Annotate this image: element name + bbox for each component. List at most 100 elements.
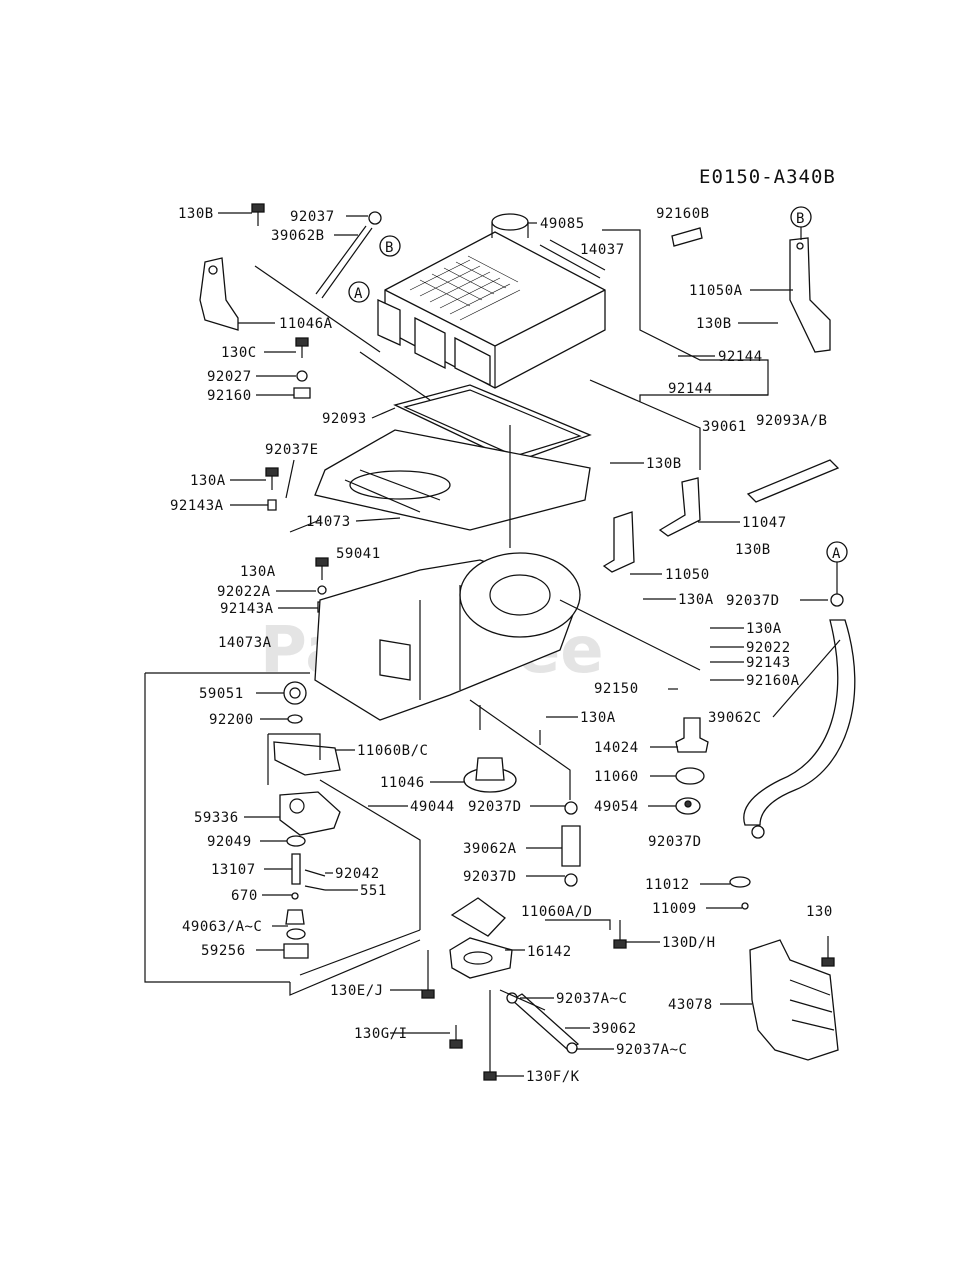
part-labels: 130B 92037 39062B 49085 14037 92160B 110… [170, 206, 833, 1085]
label-130A: 130A [580, 710, 616, 726]
thermostat-drawing [675, 717, 709, 815]
label-92143: 92143 [746, 655, 791, 671]
label-92143A: 92143A [170, 498, 224, 514]
label-14073: 14073 [306, 514, 351, 530]
label-92037AC: 92037A~C [616, 1042, 687, 1058]
label-92049: 92049 [207, 834, 252, 850]
tube-92160B-drawing [671, 227, 703, 247]
callout-B-right: B [790, 206, 812, 240]
label-11060: 11060 [594, 769, 639, 785]
svg-text:A: A [832, 546, 841, 562]
label-92037D: 92037D [726, 593, 780, 609]
label-92037D: 92037D [468, 799, 522, 815]
label-11047: 11047 [742, 515, 787, 531]
label-11012: 11012 [645, 877, 690, 893]
label-14037: 14037 [580, 242, 625, 258]
label-11046A: 11046A [279, 316, 333, 332]
label-130A: 130A [240, 564, 276, 580]
leader-lines [218, 212, 841, 1077]
label-92037D: 92037D [648, 834, 702, 850]
label-130B: 130B [646, 456, 682, 472]
label-92143A: 92143A [220, 601, 274, 617]
label-92037AC: 92037A~C [556, 991, 627, 1007]
label-130A: 130A [678, 592, 714, 608]
label-39062C: 39062C [708, 710, 762, 726]
label-92160B: 92160B [656, 206, 710, 222]
label-11060BC: 11060B/C [357, 743, 428, 759]
label-130EJ: 130E/J [330, 983, 384, 999]
label-130: 130 [806, 904, 833, 920]
label-130FK: 130F/K [526, 1069, 580, 1085]
hose-39062-drawing [506, 992, 580, 1054]
hose-39062A-drawing [561, 801, 581, 887]
air-cleaner-housing-drawing [377, 213, 606, 389]
label-11060AD: 11060A/D [521, 904, 592, 920]
label-39062: 39062 [592, 1021, 637, 1037]
svg-text:B: B [385, 240, 394, 256]
label-130GI: 130G/I [354, 1026, 408, 1042]
strip-92093AB-drawing [746, 459, 840, 503]
assembly-lines [144, 229, 769, 1011]
label-551: 551 [360, 883, 387, 899]
fan-shroud-14073A-drawing [314, 552, 581, 721]
label-11050: 11050 [665, 567, 710, 583]
label-59256: 59256 [201, 943, 246, 959]
label-92037: 92037 [290, 209, 335, 225]
water-pump-parts-drawing [273, 681, 341, 959]
label-39062B: 39062B [271, 228, 325, 244]
callout-A-upper: A [348, 281, 370, 303]
label-92037E: 92037E [265, 442, 319, 458]
label-92042: 92042 [335, 866, 380, 882]
label-92144: 92144 [718, 349, 763, 365]
lower-bolt-drawings [421, 920, 627, 1081]
label-59336: 59336 [194, 810, 239, 826]
label-49044: 49044 [410, 799, 455, 815]
label-130B: 130B [735, 542, 771, 558]
bolt-drawings [251, 203, 329, 613]
clamp-92037-drawing [315, 211, 382, 299]
pump-housing-16142-drawing [449, 897, 513, 979]
label-92160: 92160 [207, 388, 252, 404]
label-92160A: 92160A [746, 673, 800, 689]
label-130A: 130A [190, 473, 226, 489]
label-92093: 92093 [322, 411, 367, 427]
label-92150: 92150 [594, 681, 639, 697]
label-670: 670 [231, 888, 258, 904]
label-59041: 59041 [336, 546, 381, 562]
label-43078: 43078 [668, 997, 713, 1013]
label-14073A: 14073A [218, 635, 272, 651]
hose-39062C-drawing [743, 593, 856, 839]
base-plate-14073-drawing [314, 429, 591, 531]
label-14024: 14024 [594, 740, 639, 756]
bracket-11047-drawing [658, 477, 701, 537]
label-92144: 92144 [668, 381, 713, 397]
label-11046: 11046 [380, 775, 425, 791]
label-92022A: 92022A [217, 584, 271, 600]
callout-A-right: A [826, 541, 848, 594]
label-11009: 11009 [652, 901, 697, 917]
label-59051: 59051 [199, 686, 244, 702]
label-130B: 130B [178, 206, 214, 222]
label-13107: 13107 [211, 862, 256, 878]
svg-text:A: A [354, 286, 363, 302]
label-49063AC: 49063/A~C [182, 919, 262, 935]
label-92200: 92200 [209, 712, 254, 728]
bracket-11050-drawing [602, 511, 635, 573]
label-11050A: 11050A [689, 283, 743, 299]
label-130DH: 130D/H [662, 935, 716, 951]
filter-element-drawing [393, 384, 592, 463]
label-49054: 49054 [594, 799, 639, 815]
label-49085: 49085 [540, 216, 585, 232]
label-92037D: 92037D [463, 869, 517, 885]
label-130C: 130C [221, 345, 257, 361]
label-92093AB: 92093A/B [756, 413, 827, 429]
label-16142: 16142 [527, 944, 572, 960]
callout-B-upper: B [379, 235, 401, 257]
label-92022: 92022 [746, 640, 791, 656]
label-130B: 130B [696, 316, 732, 332]
reserve-tank-43078-drawing [729, 876, 839, 1061]
label-130A: 130A [746, 621, 782, 637]
svg-text:B: B [796, 211, 805, 227]
label-39061: 39061 [702, 419, 747, 435]
